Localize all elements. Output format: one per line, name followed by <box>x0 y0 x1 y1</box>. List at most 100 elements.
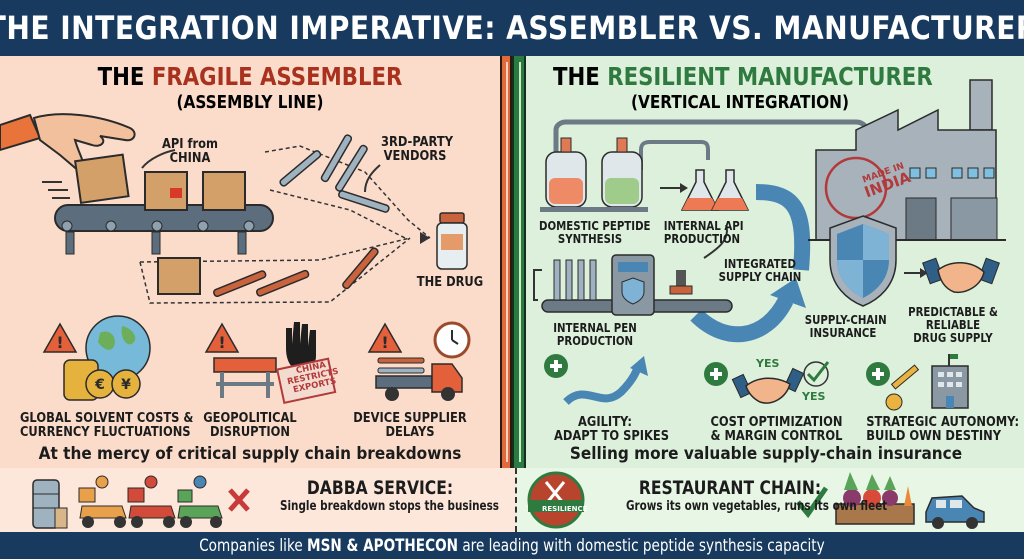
title-bar: THE INTEGRATION IMPERATIVE: ASSEMBLER VS… <box>0 0 1024 56</box>
clock-icon <box>433 321 471 359</box>
check-circle-icon <box>803 361 830 387</box>
box-icon <box>157 257 201 295</box>
key-icon <box>885 364 920 411</box>
scooter-rider-red-icon <box>127 475 176 528</box>
shield-icon <box>829 215 897 307</box>
box-icon <box>202 171 246 211</box>
curved-arrow-icon <box>703 224 728 259</box>
vegetable-crate-icon <box>835 472 915 525</box>
stop-hand-icon <box>286 322 316 370</box>
dashed-flow-path <box>264 145 431 239</box>
yes-label: YES <box>756 357 780 370</box>
risk-icons: ! € ¥ ! ! <box>42 315 471 404</box>
warning-icon: ! <box>42 322 78 353</box>
reactor-base <box>540 207 648 212</box>
dashed-separator <box>515 468 517 532</box>
plus-icon <box>544 354 568 378</box>
the-drug-label: THE DRUG <box>416 274 484 290</box>
svg-text:!: ! <box>381 333 388 352</box>
conveyor-belt-icon <box>54 204 274 255</box>
dashed-flow-path <box>269 189 406 239</box>
pen-icons-grey <box>279 134 390 213</box>
benefit-icons <box>544 354 969 411</box>
pipe <box>639 140 710 170</box>
car-icon <box>925 495 985 529</box>
tiffin-icon <box>32 479 68 529</box>
svg-text:!: ! <box>56 333 63 352</box>
x-mark-icon <box>228 488 250 512</box>
left-subheading: (ASSEMBLY LINE) <box>176 92 324 113</box>
heading-accent: FRAGILE ASSEMBLER <box>151 62 403 91</box>
dabba-icons <box>32 475 250 529</box>
motion-lines <box>42 181 70 199</box>
footer-banner: Companies like MSN & APOTHECON are leadi… <box>0 532 1024 559</box>
curved-arrow-icon <box>364 164 381 193</box>
building-icon <box>931 354 969 409</box>
reactor-tank-icon <box>601 137 643 208</box>
pen-production-machine-icon <box>541 254 733 316</box>
dashed-flow-path <box>139 237 411 304</box>
assembly-line-illustration <box>0 113 468 304</box>
drug-bottle-icon <box>436 212 468 270</box>
dabba-title: DABBA SERVICE: <box>306 477 454 499</box>
right-tagline: Selling more valuable supply-chain insur… <box>569 444 963 464</box>
scooter-rider-orange-icon <box>78 475 127 528</box>
coins-icon: € ¥ <box>63 359 141 401</box>
benefit-agility: AGILITY:ADAPT TO SPIKES <box>554 414 670 444</box>
dabba-subtitle: Single breakdown stops the business <box>280 499 499 514</box>
flask-icon <box>710 169 750 211</box>
return-arrow-icon <box>533 269 542 301</box>
svg-text:€: € <box>94 377 105 393</box>
arrow-icon <box>420 232 430 244</box>
arrow-head <box>680 183 688 193</box>
reactor-tank-icon <box>545 137 587 208</box>
scooter-rider-green-icon <box>177 475 223 528</box>
arrow-head <box>920 268 928 278</box>
warning-icon: ! <box>204 322 240 353</box>
plus-icon <box>866 362 890 386</box>
handshake-icon <box>731 367 805 404</box>
flask-icon <box>680 169 720 211</box>
risk-label-solvent: GLOBAL SOLVENT COSTS &CURRENCY FLUCTUATI… <box>20 410 194 440</box>
divider-green <box>512 56 526 468</box>
barricade-icon <box>213 357 277 398</box>
left-heading: THE FRAGILE ASSEMBLER (ASSEMBLY LINE) <box>0 62 500 113</box>
left-tagline: At the mercy of critical supply chain br… <box>38 444 462 464</box>
growth-arrow-icon <box>563 364 642 406</box>
benefit-cost: COST OPTIMIZATION& MARGIN CONTROL <box>710 414 843 444</box>
resilience-restaurant-badge <box>527 471 585 529</box>
loop-arrow-icon <box>755 184 811 271</box>
check-icon <box>796 486 829 519</box>
footer-text: Companies like MSN & APOTHECON are leadi… <box>199 535 825 556</box>
truck-icon <box>375 357 463 401</box>
restaurant-text: RESTAURANT CHAIN: Grows its own vegetabl… <box>600 477 888 514</box>
china-box-icon <box>144 171 188 211</box>
loop-arrow-head <box>770 278 806 308</box>
restaurant-subtitle: Grows its own vegetables, runs its own f… <box>626 499 888 514</box>
right-heading: THE RESILIENT MANUFACTURER (VERTICAL INT… <box>520 62 960 113</box>
yes-label: YES <box>802 390 826 403</box>
heading-accent: RESILIENT MANUFACTURER <box>607 62 933 91</box>
pen-icons-orange <box>213 247 379 298</box>
page-title: THE INTEGRATION IMPERATIVE: ASSEMBLER VS… <box>0 9 1024 47</box>
box-icon <box>74 153 130 204</box>
svg-text:!: ! <box>218 333 225 352</box>
right-subheading: (VERTICAL INTEGRATION) <box>631 92 849 113</box>
loop-arrow-icon <box>690 296 794 343</box>
growth-arrow-head <box>630 356 648 376</box>
heading-prefix: THE <box>97 62 145 91</box>
svg-text:¥: ¥ <box>121 377 131 393</box>
vertical-integration-illustration <box>533 79 1006 343</box>
handshake-icon <box>922 257 1000 294</box>
restaurant-icons <box>527 471 985 529</box>
restaurant-title: RESTAURANT CHAIN: <box>638 477 822 499</box>
